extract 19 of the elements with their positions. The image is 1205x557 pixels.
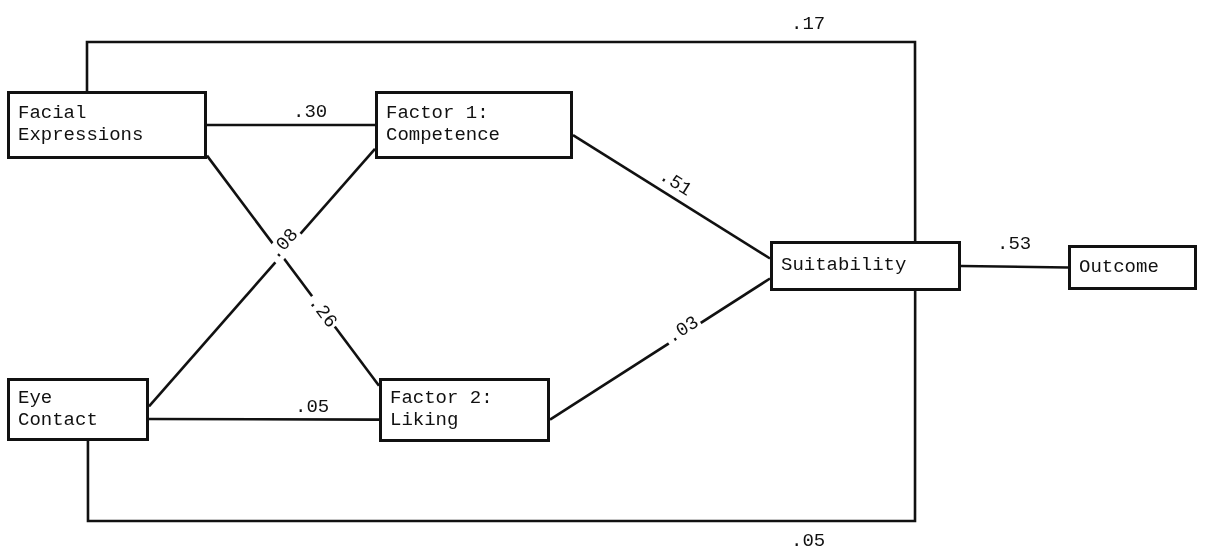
variable-box [379,378,550,442]
node-label: Factor 2: Liking [390,388,494,432]
node-label: Facial Expressions [18,103,145,147]
connector-line [149,417,379,421]
connector-line [961,264,1068,269]
connector-line [85,40,917,241]
connector-line [572,134,771,260]
node-label: Outcome [1079,256,1160,279]
node-label: Suitability [781,255,908,277]
connector-line [86,291,917,523]
variable-box [7,378,149,441]
connector-line [148,147,376,408]
node-label: Factor 1: Competence [386,103,502,147]
node-label: Eye Contact [18,387,99,432]
variable-box [375,91,573,159]
variable-box [770,241,961,291]
connector-line [207,123,375,127]
variable-box [7,91,207,159]
variable-box [1068,245,1197,290]
